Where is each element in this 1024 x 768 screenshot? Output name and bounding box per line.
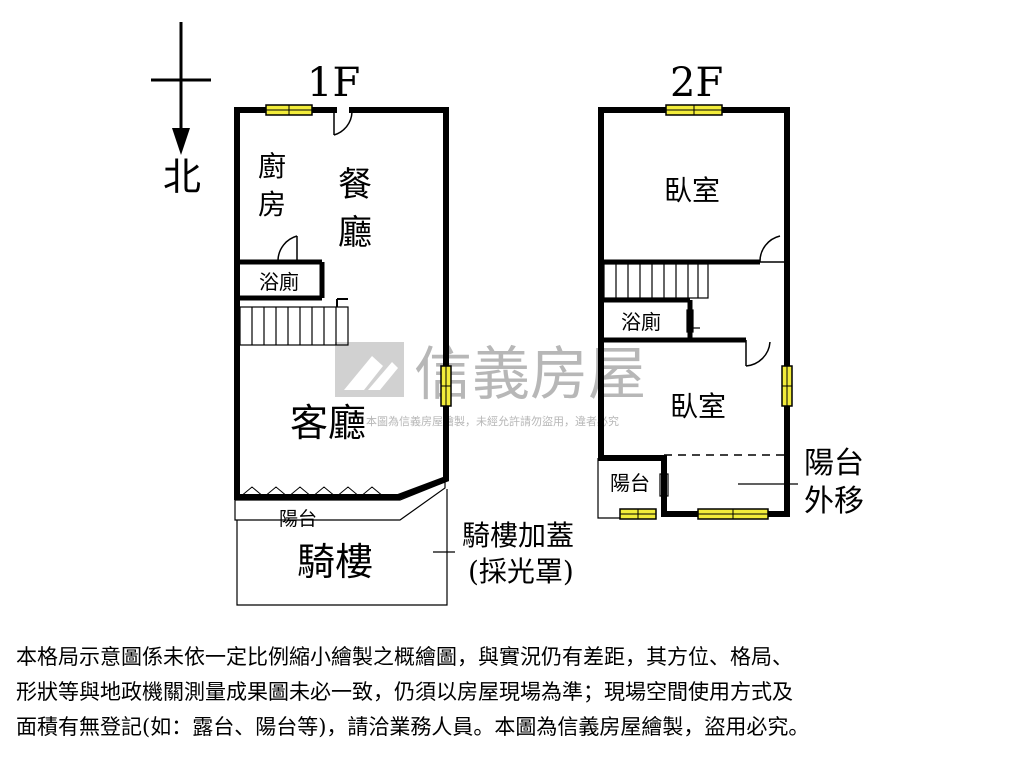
floor1-title: 1F bbox=[307, 60, 360, 106]
f2-balcony-label: 陽台 bbox=[610, 471, 650, 495]
f1-kitchen-label-2: 房 bbox=[258, 188, 286, 221]
f1-dining-label-2: 廳 bbox=[338, 213, 372, 253]
north-label: 北 bbox=[163, 155, 201, 199]
f1-bathroom-label: 浴廁 bbox=[259, 270, 299, 294]
f1-arcade-label: 騎樓 bbox=[297, 540, 373, 584]
watermark-notice: 本圖為信義房屋繪製，未經允許請勿盜用，違者必究 bbox=[366, 414, 619, 428]
f1-annotation-1: 騎樓加蓋 bbox=[462, 519, 574, 552]
floor2-plan bbox=[597, 104, 798, 520]
f1-living-label: 客廳 bbox=[290, 401, 366, 445]
north-arrow-icon bbox=[151, 22, 211, 155]
f1-kitchen-label-1: 廚 bbox=[258, 150, 286, 183]
floor1-plan bbox=[234, 104, 455, 606]
f1-annotation-2: (採光罩) bbox=[468, 555, 574, 588]
watermark-logo-icon bbox=[335, 342, 404, 397]
floor2-title: 2F bbox=[670, 60, 723, 106]
floor2-window-right bbox=[781, 365, 793, 407]
disclaimer-line-2: 形狀等與地政機關測量成果圖未必一致，仍須以房屋現場為準；現場空間使用方式及 bbox=[16, 680, 793, 704]
watermark-brand: 信義房屋 bbox=[414, 340, 646, 408]
floor2-window-bottom bbox=[697, 508, 769, 520]
floor1-window-top bbox=[265, 104, 313, 116]
f2-annotation-1: 陽台 bbox=[804, 446, 864, 481]
f1-dining-label-1: 餐 bbox=[338, 165, 372, 205]
floor2-window-top bbox=[665, 104, 723, 116]
disclaimer-line-3: 面積有無登記(如：露台、陽台等)，請洽業務人員。本圖為信義房屋繪製，盜用必究。 bbox=[16, 715, 810, 739]
floor1-window-right bbox=[440, 365, 452, 407]
disclaimer-text: 本格局示意圖係未依一定比例縮小繪製之概繪圖，與實況仍有差距，其方位、格局、 形狀… bbox=[16, 640, 1016, 745]
f2-bedroom-bottom-label: 臥室 bbox=[670, 390, 726, 423]
f2-bathroom-label: 浴廁 bbox=[621, 310, 661, 334]
f2-annotation-2: 外移 bbox=[804, 484, 864, 519]
f2-bedroom-top-label: 臥室 bbox=[664, 174, 720, 207]
floor-plan: 北 1F 2F 信義房屋 本圖為信義房屋繪製，未經允許請勿盜用，違者必究 bbox=[151, 22, 864, 606]
floor2-balcony-window bbox=[619, 508, 657, 520]
f1-balcony-label: 陽台 bbox=[279, 508, 317, 530]
disclaimer-line-1: 本格局示意圖係未依一定比例縮小繪製之概繪圖，與實況仍有差距，其方位、格局、 bbox=[16, 645, 793, 669]
